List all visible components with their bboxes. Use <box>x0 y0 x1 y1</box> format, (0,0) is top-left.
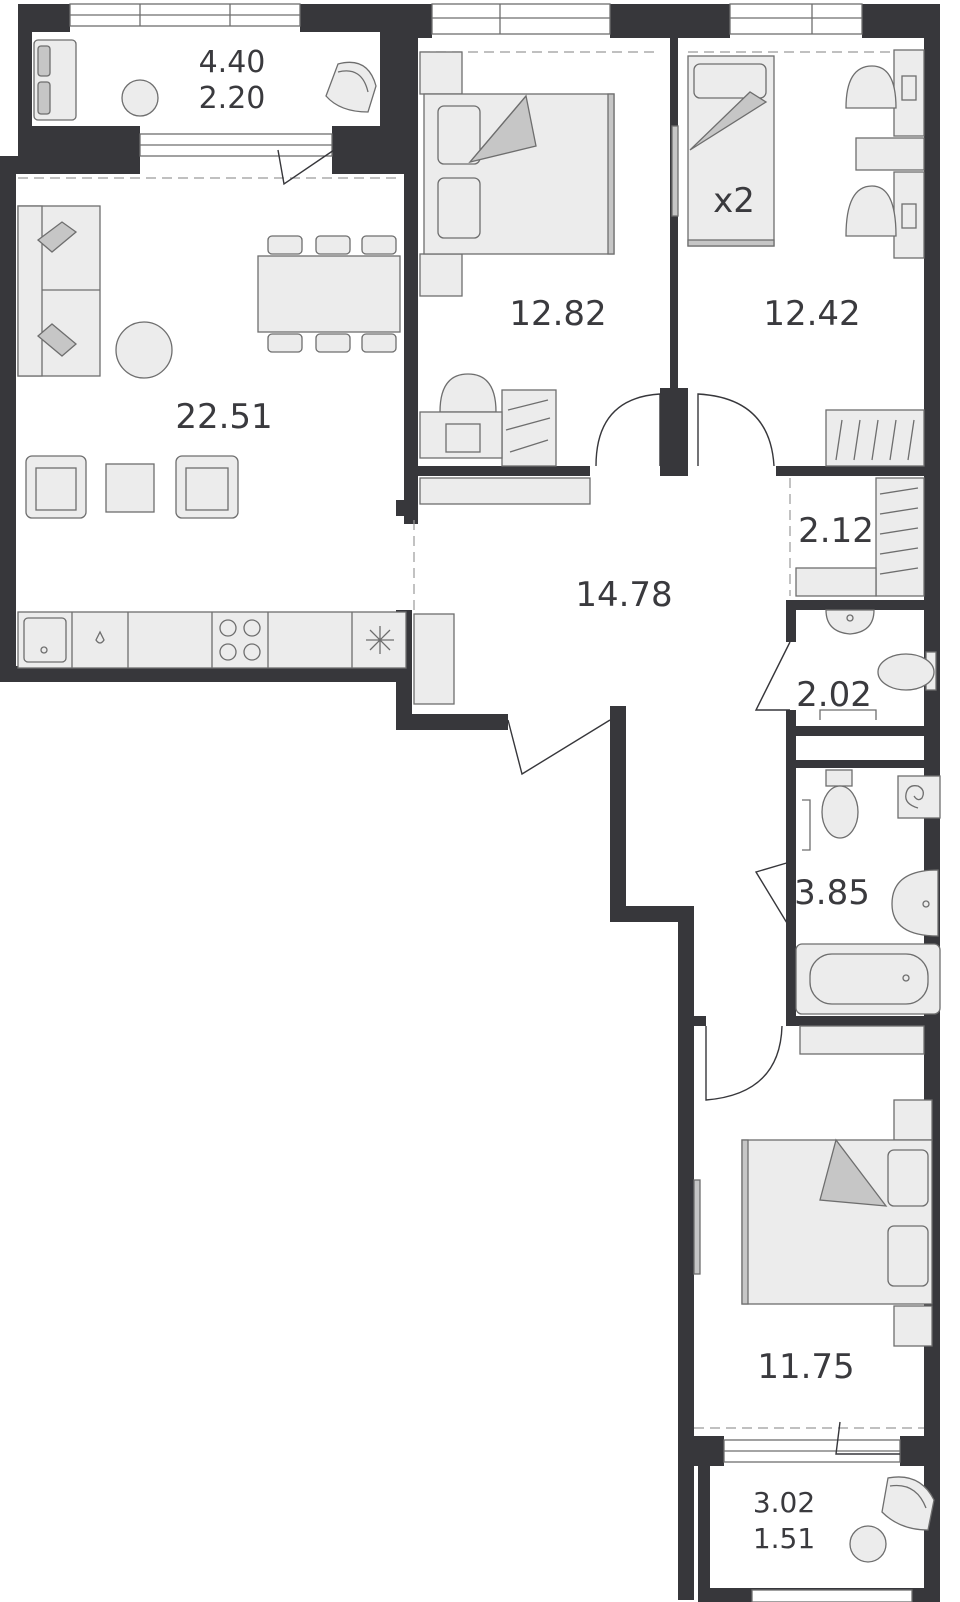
hall-area: 14.78 <box>575 575 672 615</box>
bedroom-3-furniture <box>693 1025 933 1455</box>
balcony-top-furniture <box>33 39 377 186</box>
balcony-bottom-furniture <box>849 1476 935 1563</box>
closet-area: 2.12 <box>798 511 874 551</box>
wc-fixtures <box>754 609 937 720</box>
bedroom-2-area: 12.42 <box>763 294 860 334</box>
bedroom-1-area: 12.82 <box>509 294 606 334</box>
windows <box>69 3 913 1602</box>
bedroom-3-area: 11.75 <box>757 1347 854 1387</box>
walls <box>0 4 940 1602</box>
wc-area: 2.02 <box>796 675 872 715</box>
area-labels: 4.40 2.20 22.51 12.82 x2 12.42 14.78 2.1… <box>175 45 874 1555</box>
bathroom-fixtures <box>754 769 941 1015</box>
balcony-bottom-area: 3.02 <box>753 1486 815 1519</box>
balcony-top-area: 4.40 <box>199 45 266 80</box>
living-room-area: 22.51 <box>175 397 272 437</box>
balcony-bottom-area-2: 1.51 <box>753 1522 815 1555</box>
hall-furniture <box>507 393 925 776</box>
bedroom-1-furniture <box>419 51 679 505</box>
bathroom-area: 3.85 <box>794 873 870 913</box>
bedroom-2-furniture <box>687 49 925 467</box>
bedroom-2-bed-count: x2 <box>713 181 755 221</box>
living-furniture <box>17 205 455 705</box>
balcony-top-area-2: 2.20 <box>199 81 266 116</box>
